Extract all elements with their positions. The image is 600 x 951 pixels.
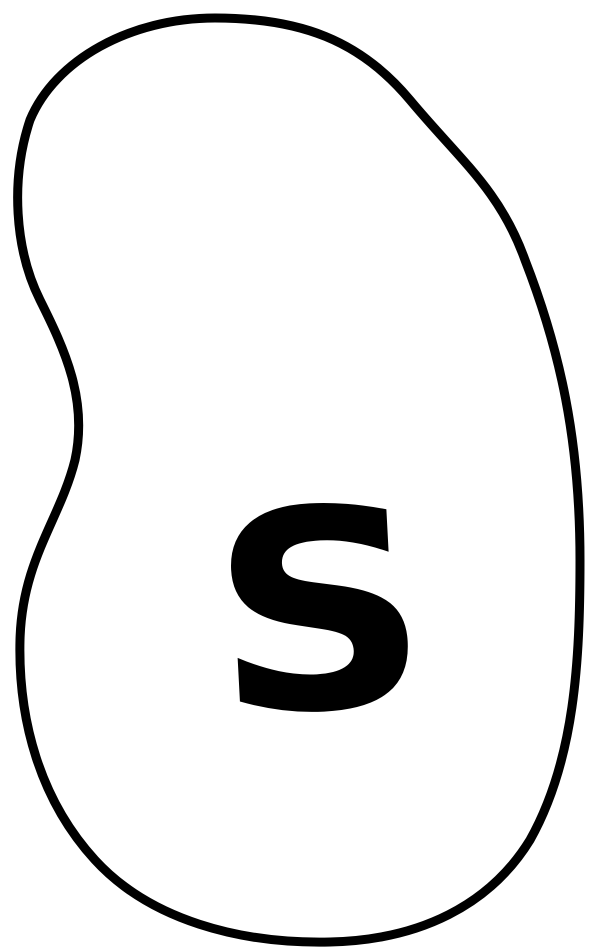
set-label-s: S bbox=[214, 484, 427, 743]
